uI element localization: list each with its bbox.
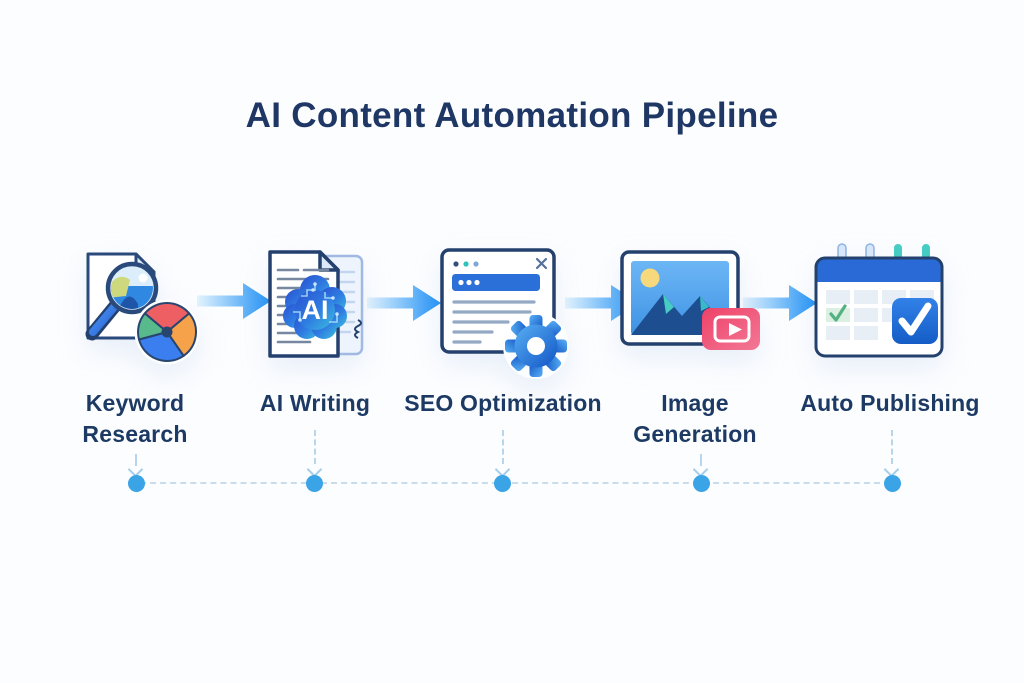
timeline-dot [693, 475, 710, 492]
small-check-icon [829, 304, 847, 322]
timeline-dot [128, 475, 145, 492]
ai-brain-badge: AI [283, 275, 347, 339]
seo-optimization-icon [440, 248, 569, 379]
check-icon [898, 302, 932, 336]
connector-line [135, 454, 137, 466]
connector-line [700, 454, 702, 466]
stage-label-seo-optimization: SEO Optimization [404, 390, 602, 416]
publish-check-badge [892, 298, 938, 344]
timeline-line [140, 482, 890, 484]
ai-badge-text: AI [302, 295, 329, 325]
pie-chart-shape [134, 299, 200, 365]
connector-line [502, 430, 504, 464]
magnifier-shape [85, 261, 159, 341]
keyword-research-icon [85, 252, 200, 365]
stage-label-keyword-research: Keyword Research [82, 390, 188, 447]
page-title: AI Content Automation Pipeline [245, 96, 779, 135]
play-icon [729, 323, 742, 336]
address-bar-shape [452, 274, 540, 291]
flow-arrow-icon [197, 283, 271, 319]
stage-label-ai-writing: AI Writing [259, 390, 371, 416]
timeline-dot [494, 475, 511, 492]
connector-line [314, 430, 316, 464]
image-generation-icon [620, 250, 760, 350]
flow-arrow-icon [367, 285, 441, 321]
auto-publishing-icon [814, 243, 944, 358]
timeline-dot [306, 475, 323, 492]
gear-icon [503, 313, 569, 379]
sun-shape [640, 268, 660, 288]
stage-label-image-generation: Image Generation [633, 390, 757, 447]
ai-writing-icon: AI [268, 250, 364, 358]
connector-line [891, 430, 893, 464]
calendar-body-shape [814, 256, 944, 358]
timeline-dot [884, 475, 901, 492]
video-play-badge [702, 308, 760, 350]
flow-arrow-icon [743, 285, 817, 321]
close-icon [535, 257, 548, 270]
stage-label-auto-publishing: Auto Publishing [800, 390, 980, 416]
